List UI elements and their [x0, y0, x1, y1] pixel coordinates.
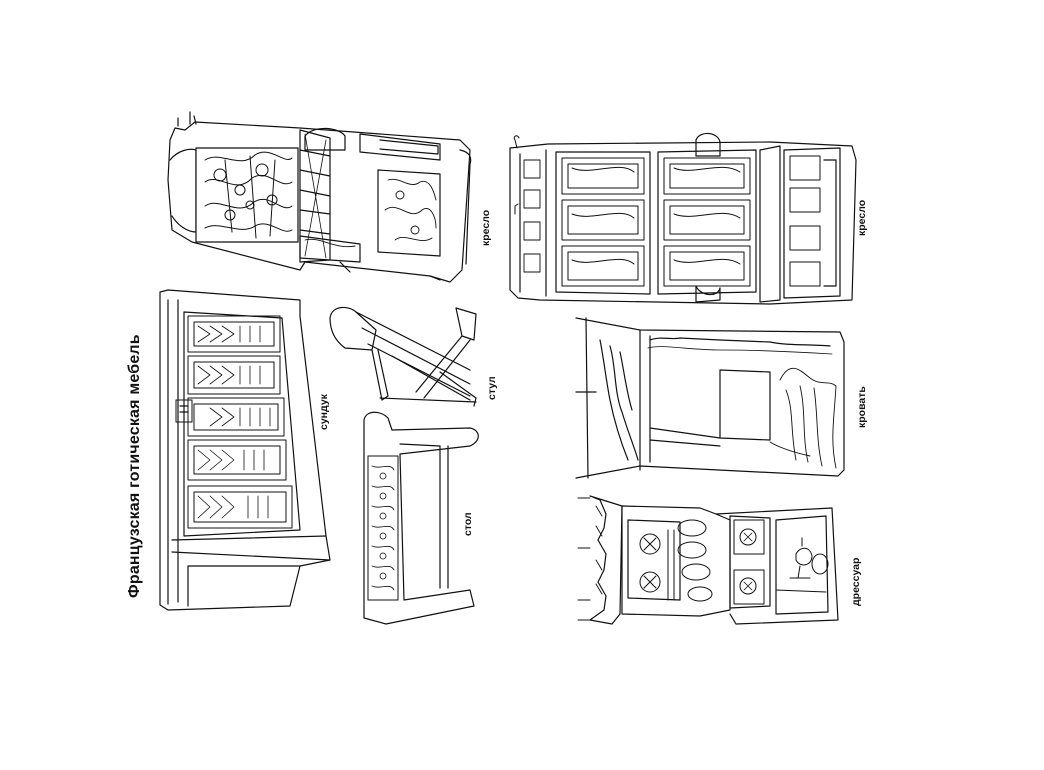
bed-drawing [575, 317, 845, 479]
table-drawing [363, 411, 479, 625]
armchair-right-drawing [509, 132, 857, 305]
label-table: стол [462, 512, 474, 536]
label-dresser: дрессуар [850, 557, 862, 606]
label-armchair-right: кресло [856, 199, 868, 236]
chest-drawing [159, 289, 331, 611]
label-chest: сундук [318, 394, 330, 430]
label-armchair-top: кресло [480, 209, 492, 246]
page-title: Французская готическая мебель [126, 334, 143, 598]
armchair-top-drawing [167, 111, 472, 283]
label-bed: кровать [856, 386, 868, 428]
chair-drawing [329, 306, 477, 407]
label-chair: стул [486, 376, 498, 400]
dresser-drawing [577, 495, 839, 625]
